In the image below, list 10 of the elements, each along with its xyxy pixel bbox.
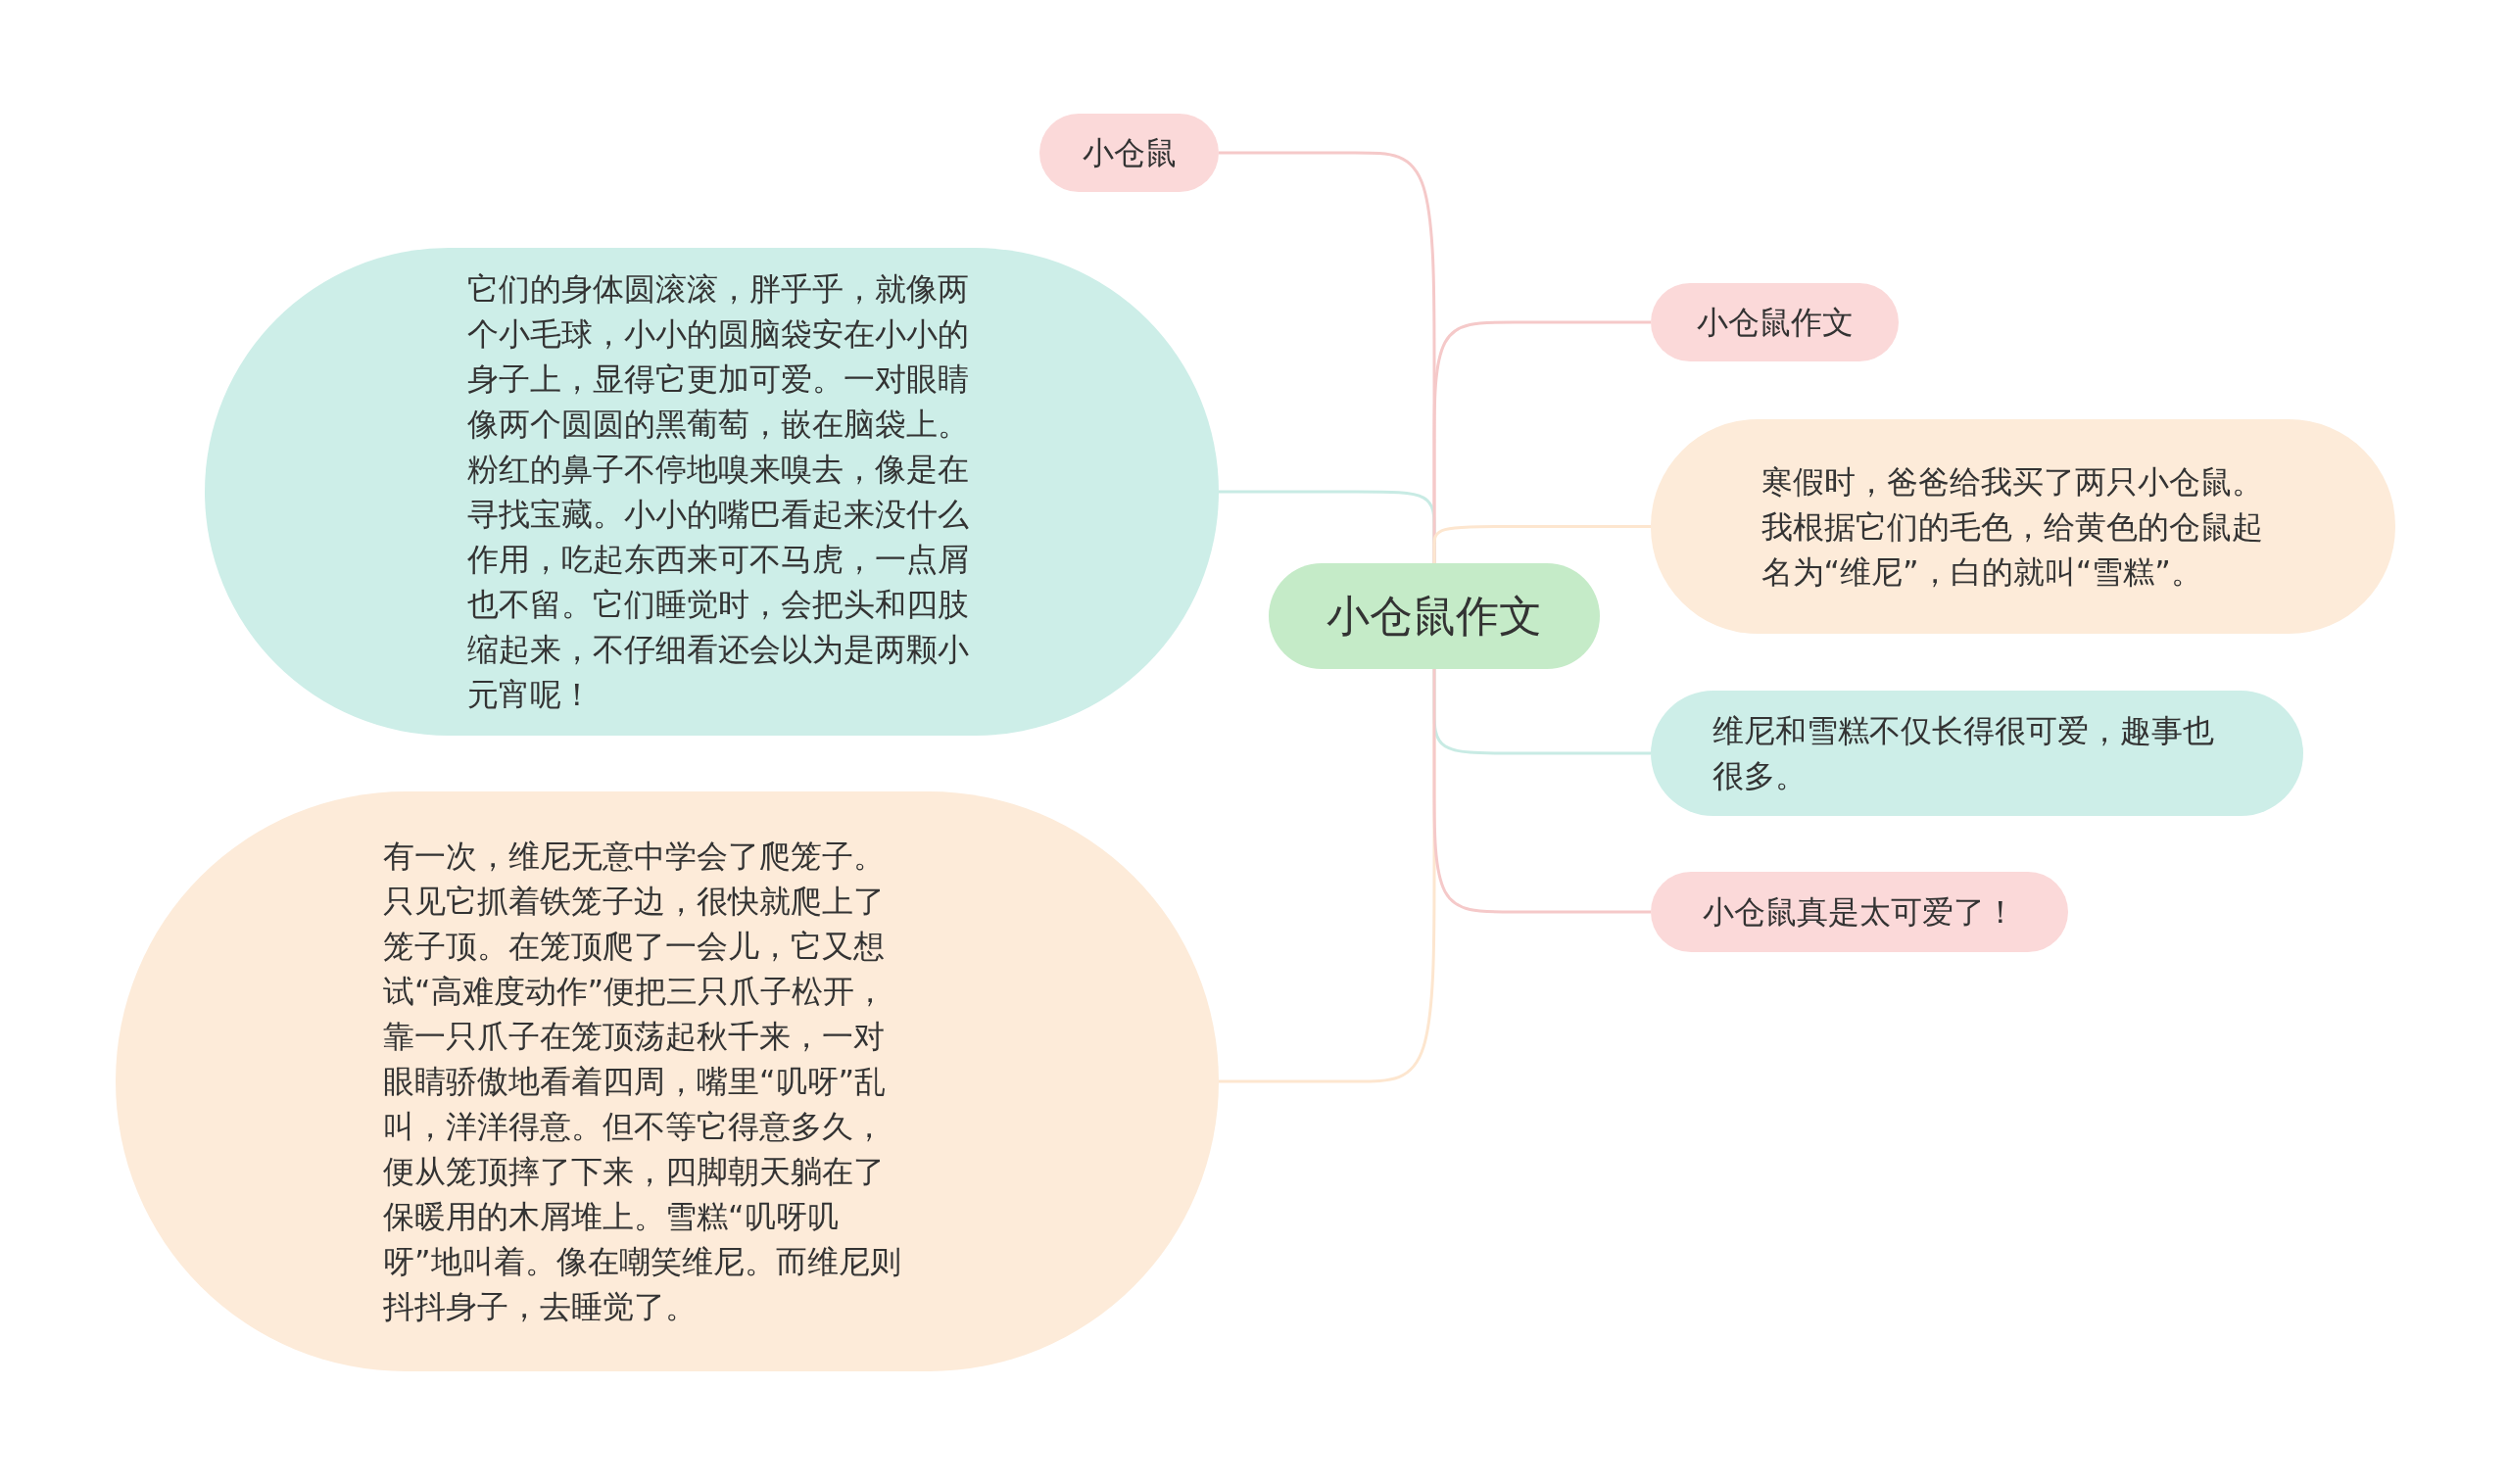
connector-line [1432, 525, 1651, 563]
topic-text: 有一次，维尼无意中学会了爬笼子。只见它抓着铁笼子边，很快就爬上了笼子顶。在笼顶爬了一会儿，它又想试“高难度动作”便把三只爪子松开，靠一只爪子在笼顶荡起秋千来，一对眼睛骄傲地看着四周，嘴里“叽呀”乱叫，洋洋得意。但不等它得意多久，便从笼顶摔了下来，四脚朝天躺在了保暖用的木屑堆上。雪糕“叽呀叽呀”地叫着。像在嘲笑维尼。而维尼则抖抖身子，去睡觉了。 [383, 837, 902, 1327]
topic-text: 小仓鼠作文 [1696, 303, 1854, 343]
connector-line [1432, 669, 1651, 914]
topic-text: 寒假时，爸爸给我买了两只小仓鼠。我根据它们的毛色，给黄色的仓鼠起名为“维尼”，白的就叫“雪糕”。 [1760, 461, 2264, 593]
topic-text: 它们的身体圆滚滚，胖乎乎，就像两个小毛球，小小的圆脑袋安在小小的身子上，显得它更加可爱。一对眼睛像两个圆圆的黑葡萄，嵌在脑袋上。粉红的鼻子不停地嗅来嗅去，像是在寻找宝藏。小小的嘴巴看起来没什么作用，吃起东西来可不马虎，一点屑也不留。它们睡觉时，会把头和四肢缩起来，不仔细看还会以为是两颗小元宵呢！ [466, 269, 970, 715]
topic-text: 维尼和雪糕不仅长得很可爱，趣事也很多。 [1712, 711, 2215, 796]
topic-text: 小仓鼠作文 [1326, 590, 1542, 643]
topic-text: 小仓鼠 [1082, 133, 1177, 173]
topic-text: 小仓鼠真是太可爱了！ [1703, 892, 2016, 933]
